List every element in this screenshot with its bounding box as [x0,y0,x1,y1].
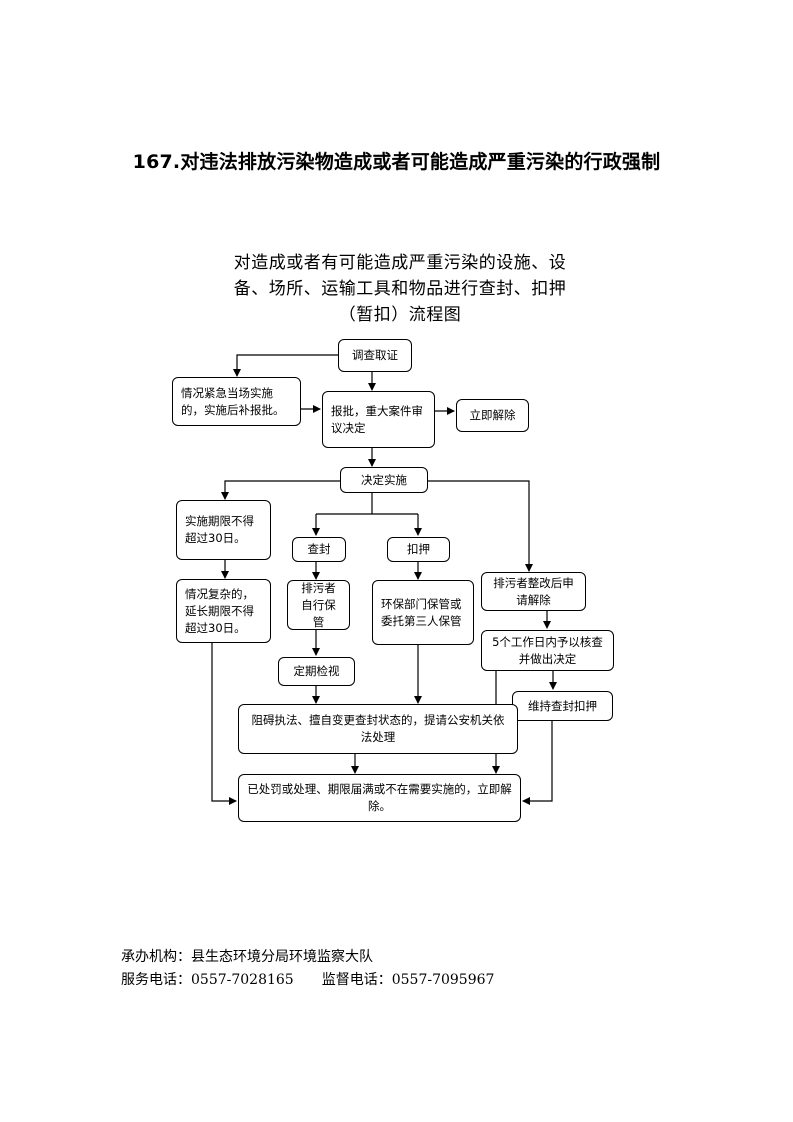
node-extend: 情况复杂的，延长期限不得超过30日。 [176,579,271,643]
chart-title-line-1: 对造成或者有可能造成严重污染的设施、设 [233,253,567,273]
node-approve: 报批，重大案件审议决定 [322,391,435,448]
node-detain: 扣押 [387,537,450,562]
footer-phone-label: 服务电话： [121,972,191,988]
node-investigate: 调查取证 [338,339,412,372]
node-decide: 决定实施 [340,467,428,493]
footer-phone-value: 0557-7028165 [191,972,294,988]
edge-decide-apply [428,480,533,572]
node-five-days: 5个工作日内予以核查并做出决定 [481,630,614,671]
node-limit30: 实施期限不得超过30日。 [176,500,271,560]
chart-title-line-2: 备、场所、运输工具和物品进行查封、扣押 [233,279,567,299]
node-env-keep: 环保部门保管或委托第三人保管 [372,580,474,645]
footer-phones: 服务电话：0557-7028165 监督电话：0557-7095967 [121,970,494,990]
node-seal: 查封 [292,537,346,562]
edge-extend-final [211,643,237,805]
footer-supervise-value: 0557-7095967 [391,972,495,988]
node-release-now: 立即解除 [456,399,529,432]
node-urgent: 情况紧急当场实施的，实施后补报批。 [172,377,301,426]
node-apply-release: 排污者整改后申请解除 [481,572,586,611]
edge-investigate-urgent [233,354,338,377]
footer-org: 承办机构：县生态环境分局环境监察大队 [121,947,373,967]
footer-supervise-label: 监督电话： [321,972,392,988]
chart-title-line-3: （暂扣）流程图 [338,305,462,325]
footer-org-label: 承办机构： [121,949,191,965]
edge-decide-limit [221,480,340,500]
node-maintain: 维持查封扣押 [512,691,613,721]
edge-maintain-final [522,721,553,805]
node-inspect: 定期检视 [278,657,355,686]
footer-org-value: 县生态环境分局环境监察大队 [191,949,373,965]
page-title: 167.对违法排放污染物造成或者可能造成严重污染的行政强制 [132,151,661,173]
node-obstruct: 阻碍执法、擅自变更查封状态的，提请公安机关依法处理 [238,704,518,754]
node-self-keep: 排污者自行保管 [287,580,350,630]
node-final-release: 已处罚或处理、期限届满或不在需要实施的，立即解除。 [238,774,521,822]
chart-title: 对造成或者有可能造成严重污染的设施、设 备、场所、运输工具和物品进行查封、扣押 … [170,250,630,328]
